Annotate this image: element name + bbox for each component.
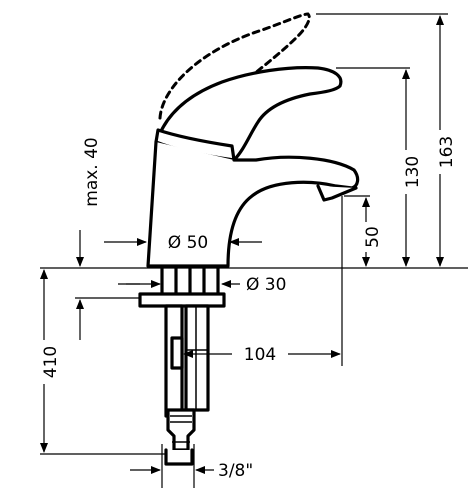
- label-below-deck: 410: [41, 346, 61, 378]
- hose-connector-ribs: [170, 415, 192, 443]
- label-overall-height: 163: [437, 136, 457, 168]
- label-spout-height: 50: [363, 226, 383, 248]
- label-hose-diameter: Ø 30: [246, 275, 286, 295]
- hose-tube: [184, 304, 210, 412]
- label-connection-thread: 3/8": [218, 461, 253, 481]
- lever-handle: [156, 66, 343, 162]
- dimension-labels: 163 130 50 max. 40 Ø 50 Ø 30 104 410 3/8…: [35, 130, 457, 481]
- faucet-body: [146, 140, 360, 268]
- mounting-nut: [138, 292, 226, 308]
- hose-end: [164, 448, 194, 466]
- label-body-diameter: Ø 50: [168, 233, 208, 253]
- extension-lines: [40, 13, 468, 488]
- label-lever-height: 130: [403, 156, 423, 188]
- shank-fitting: [170, 336, 184, 370]
- label-max-height: max. 40: [82, 137, 102, 206]
- aerator-tip: [317, 185, 325, 201]
- deck-fittings: [160, 266, 220, 296]
- label-spout-reach: 104: [244, 345, 276, 365]
- faucet-outline: [138, 12, 360, 466]
